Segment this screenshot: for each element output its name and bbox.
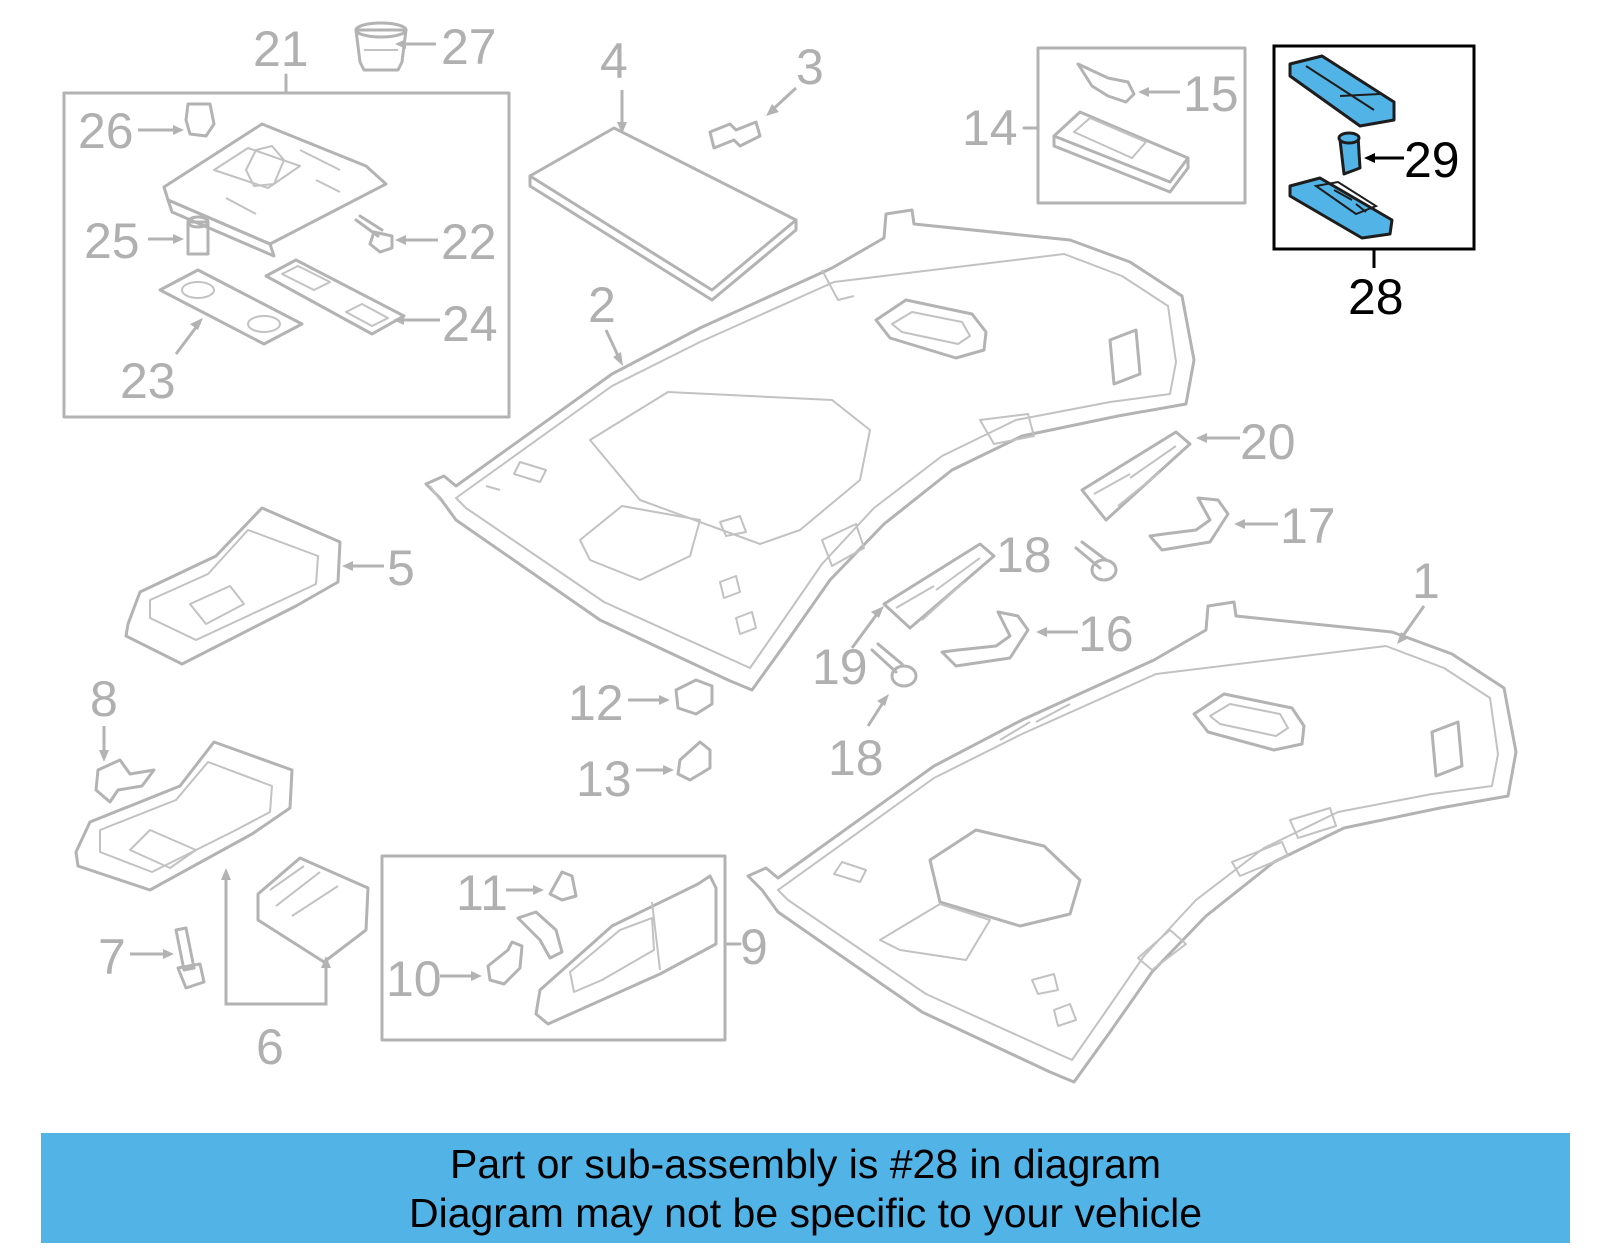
- part-23-gasket: [158, 268, 304, 346]
- part-28-lamp-housing: [1288, 176, 1394, 240]
- info-banner: Part or sub-assembly is #28 in diagram D…: [41, 1133, 1570, 1243]
- part-15-bulb: [1076, 62, 1136, 104]
- callout-3: 3: [796, 39, 824, 95]
- callout-7: 7: [98, 929, 126, 985]
- group-box-14: [1022, 46, 1247, 205]
- part-12-clip: [674, 678, 714, 716]
- callout-25: 25: [84, 213, 140, 269]
- part-11-clip: [548, 870, 578, 902]
- callout-1: 1: [1412, 553, 1440, 609]
- callout-28: 28: [1348, 269, 1404, 325]
- part-27-cap: [354, 21, 408, 72]
- callout-24: 24: [442, 296, 498, 352]
- banner-line-2: Diagram may not be specific to your vehi…: [408, 1190, 1202, 1236]
- callout-27: 27: [441, 19, 497, 75]
- part-19-sunvisor-holder: [882, 542, 996, 630]
- part-17-grab-handle: [1148, 496, 1230, 552]
- callout-21: 21: [253, 21, 309, 77]
- callout-19: 19: [812, 639, 868, 695]
- part-6-bracket: [256, 856, 370, 964]
- part-25-bulb: [186, 215, 210, 256]
- part-8-bracket: [94, 758, 156, 804]
- part-4-sunshade-pad: [528, 126, 798, 302]
- part-3-bracket: [708, 120, 762, 150]
- part-24-pad: [264, 258, 406, 336]
- callout-4: 4: [600, 33, 628, 89]
- callout-20: 20: [1240, 414, 1296, 470]
- part-21-console: [162, 122, 388, 258]
- callout-23: 23: [120, 353, 176, 409]
- part-28-lens-cover: [1288, 54, 1396, 128]
- part-29-bulb: [1337, 131, 1362, 176]
- part-14-map-lamp: [1052, 110, 1190, 194]
- callout-16: 16: [1078, 606, 1134, 662]
- part-22-screw: [354, 214, 394, 254]
- part-6-console-trim: [74, 740, 294, 892]
- part-18-screw-lower: [870, 642, 918, 688]
- callout-15: 15: [1183, 66, 1239, 122]
- callout-29: 29: [1404, 132, 1460, 188]
- callout-10: 10: [386, 951, 442, 1007]
- group-box-28: [1272, 44, 1476, 268]
- part-9-sun-visor: [516, 874, 718, 1026]
- callout-14: 14: [962, 100, 1018, 156]
- banner-line-1: Part or sub-assembly is #28 in diagram: [450, 1141, 1161, 1187]
- part-2-headliner: [424, 208, 1196, 692]
- callout-2: 2: [588, 277, 616, 333]
- callout-18a: 18: [996, 527, 1052, 583]
- callout-9: 9: [740, 919, 768, 975]
- callout-12: 12: [568, 675, 624, 731]
- callout-26: 26: [78, 103, 134, 159]
- callout-5: 5: [387, 540, 415, 596]
- callout-6: 6: [256, 1019, 284, 1075]
- part-10-clip: [486, 940, 524, 986]
- callout-22: 22: [441, 214, 497, 270]
- part-5-console-trim: [124, 506, 342, 666]
- part-18-screw-upper: [1074, 540, 1118, 582]
- callout-13: 13: [576, 751, 632, 807]
- callout-8: 8: [90, 671, 118, 727]
- group-box-21: [62, 73, 511, 419]
- part-16-grab-handle: [940, 610, 1030, 668]
- callout-18b: 18: [828, 730, 884, 786]
- part-26-clip: [184, 102, 216, 138]
- group-box-9: [380, 854, 742, 1042]
- callout-11: 11: [456, 865, 508, 921]
- part-20-sunvisor-holder: [1080, 430, 1192, 522]
- part-13-clip: [676, 740, 712, 782]
- part-7-bolt: [174, 926, 206, 990]
- callout-17: 17: [1280, 498, 1336, 554]
- part-1-headliner: [746, 600, 1518, 1084]
